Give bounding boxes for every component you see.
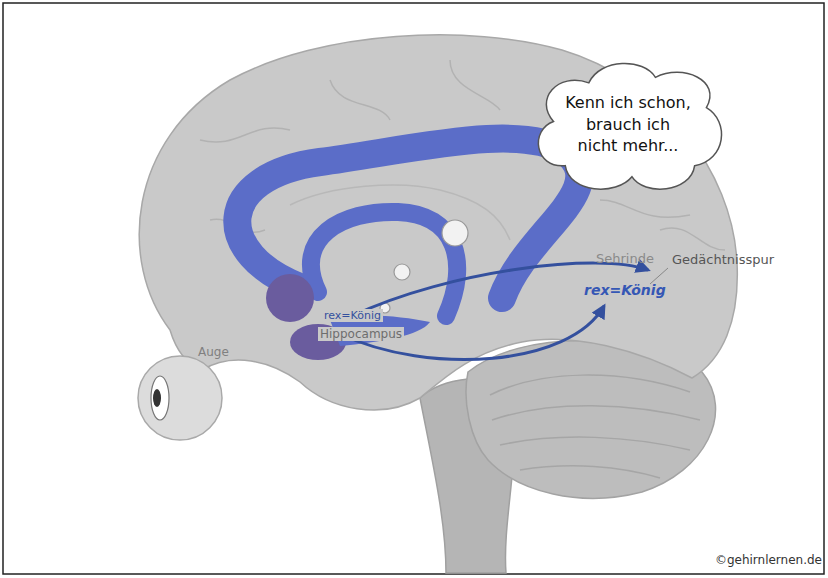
thalamus-dot xyxy=(442,220,468,246)
memory-trace-text: rex=König xyxy=(584,282,666,298)
leader-line xyxy=(650,268,668,284)
cerebellum-folds xyxy=(490,375,700,478)
region-label: Sehrinde xyxy=(596,251,654,266)
thought-text: Kenn ich schon, brauch ich nicht mehr... xyxy=(564,92,692,157)
amygdala xyxy=(266,274,314,322)
watermark: ©gehirnlernen.de xyxy=(715,553,822,567)
eye-pupil xyxy=(153,389,161,407)
fornix xyxy=(311,212,457,316)
small-dot xyxy=(394,264,410,280)
region-label: Hippocampus xyxy=(318,327,404,341)
thought-cloud: Kenn ich schon, brauch ich nicht mehr... xyxy=(530,58,726,196)
frame xyxy=(3,3,824,574)
leader-label: Gedächtnisspur xyxy=(672,252,774,267)
cerebrum xyxy=(139,35,737,410)
eye-label: Auge xyxy=(198,345,229,359)
eye-ball xyxy=(138,356,222,440)
cloud-shape xyxy=(538,63,721,189)
memory-trace-text: rex=König xyxy=(322,309,383,322)
eye-lens xyxy=(151,376,169,420)
